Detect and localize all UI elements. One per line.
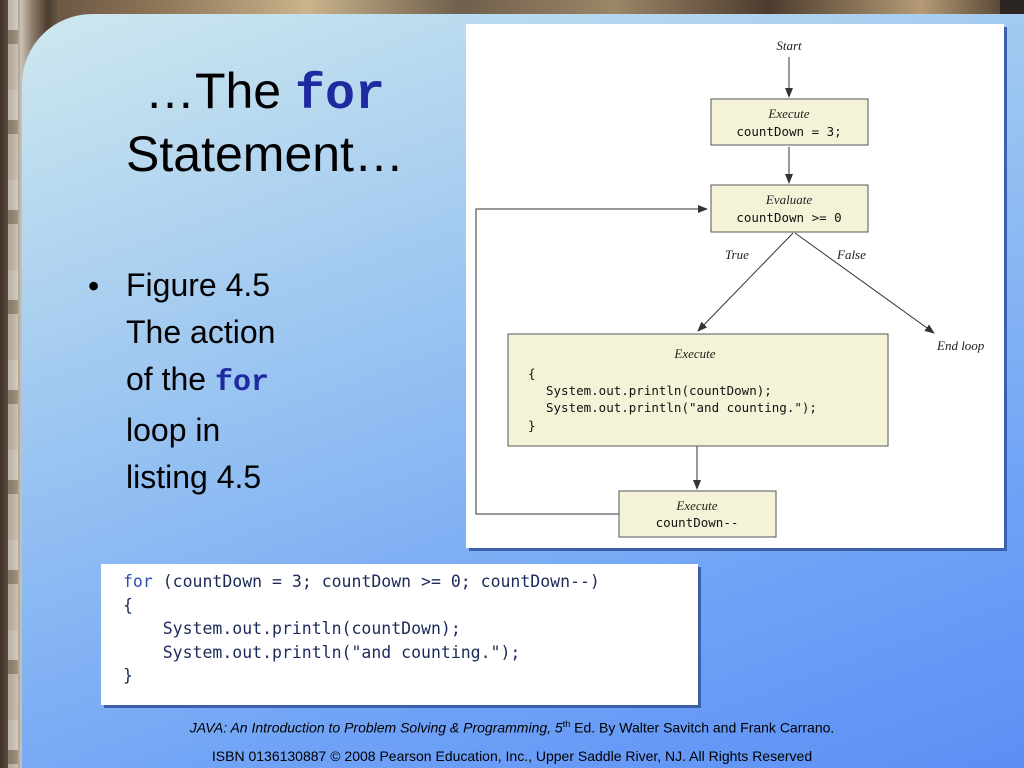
body-code-line: System.out.println("and counting.");	[546, 400, 817, 415]
title-suffix: Statement…	[126, 126, 404, 182]
bullet-line: The action	[126, 314, 276, 350]
body-code-line: }	[528, 418, 536, 433]
init-caption: Execute	[767, 106, 809, 121]
end-loop-label: End loop	[936, 338, 985, 353]
true-label: True	[725, 247, 749, 262]
false-label: False	[836, 247, 866, 262]
flowchart-figure: Start Execute countDown = 3; Evaluate co…	[466, 24, 1004, 548]
evaluate-code: countDown >= 0	[736, 210, 841, 225]
listing-line: }	[123, 666, 133, 685]
update-code: countDown--	[656, 515, 739, 530]
flowchart-svg: Start Execute countDown = 3; Evaluate co…	[475, 38, 985, 538]
body-box	[507, 333, 889, 447]
arrow-true	[697, 232, 794, 332]
code-listing: for (countDown = 3; countDown >= 0; coun…	[101, 564, 698, 705]
init-box	[710, 98, 869, 146]
start-label: Start	[776, 38, 802, 53]
footer-book-title: JAVA: An Introduction to Problem Solving…	[189, 719, 563, 736]
bullet-line: loop in	[126, 412, 221, 448]
listing-line: {	[123, 596, 133, 615]
evaluate-caption: Evaluate	[765, 192, 812, 207]
title-prefix: …The	[144, 63, 296, 119]
footer-isbn: ISBN 0136130887 © 2008 Pearson Education…	[211, 748, 813, 764]
listing-line: for (countDown = 3; countDown >= 0; coun…	[123, 572, 600, 591]
bullet-line: listing 4.5	[126, 459, 262, 495]
evaluate-box	[710, 184, 869, 233]
update-box	[618, 490, 777, 538]
bullet-item: Figure 4.5 The action of the for loop in…	[126, 262, 336, 501]
body-caption: Execute	[673, 346, 715, 361]
body-code-line: System.out.println(countDown);	[546, 383, 772, 398]
bullet-keyword: for	[214, 366, 269, 400]
footer-book-sup: th	[562, 719, 571, 729]
body-code-line: {	[528, 366, 536, 381]
footer-book-rest: Ed. By Walter Savitch and Frank Carrano.	[570, 719, 835, 736]
arrow-loop-back	[475, 205, 708, 515]
bullet-dot: •	[88, 268, 100, 304]
bullet-line: Figure 4.5	[126, 267, 271, 303]
footer-citation: JAVA: An Introduction to Problem Solving…	[0, 719, 1024, 736]
listing-line: System.out.println(countDown);	[123, 619, 461, 638]
arrow-false	[794, 232, 935, 334]
bullet-line: of the for	[126, 361, 269, 400]
listing-line: System.out.println("and counting.");	[123, 643, 521, 662]
title-keyword: for	[295, 67, 386, 124]
slide-title: …The for Statement…	[70, 62, 460, 183]
update-caption: Execute	[675, 498, 717, 513]
init-code: countDown = 3;	[736, 124, 841, 139]
listing-keyword: for	[123, 572, 153, 591]
